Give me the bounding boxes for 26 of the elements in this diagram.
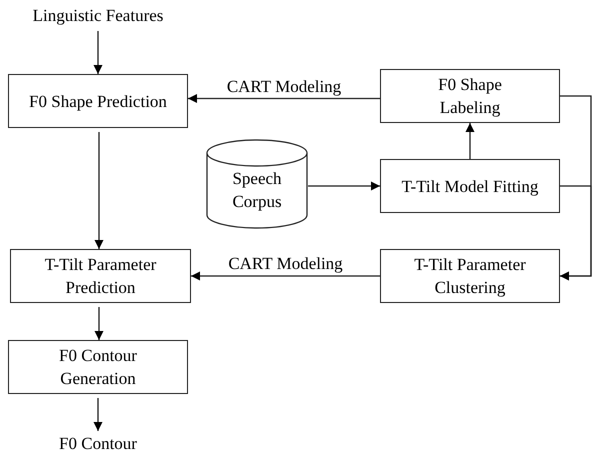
edge-label: CART Modeling [226,254,345,274]
arrow [94,31,102,74]
box-label: F0 Contour Generation [58,345,138,390]
box-label: T-Tilt Parameter Prediction [44,254,158,299]
io-label: F0 Contour [59,432,137,454]
arrow [191,272,380,280]
box-label: Speech Corpus [231,168,283,213]
process-box [380,159,560,213]
process-box [8,340,188,394]
arrow [466,123,474,159]
arrow [188,94,380,103]
box-label: T-Tilt Parameter Clustering [413,254,527,299]
process-box [10,249,191,303]
arrow [94,132,104,249]
process-box [8,74,188,128]
io-label: Linguistic Features [32,4,164,26]
box-label: F0 Shape Prediction [29,90,167,112]
process-box [380,249,560,303]
arrow [94,307,104,340]
arrow [94,398,102,431]
arrow [560,185,592,280]
box-label: F0 Shape Labeling [437,74,503,119]
arrow [308,182,380,190]
box-label: T-Tilt Model Fitting [402,176,538,198]
database-cylinder [206,139,308,229]
process-box [380,69,560,123]
